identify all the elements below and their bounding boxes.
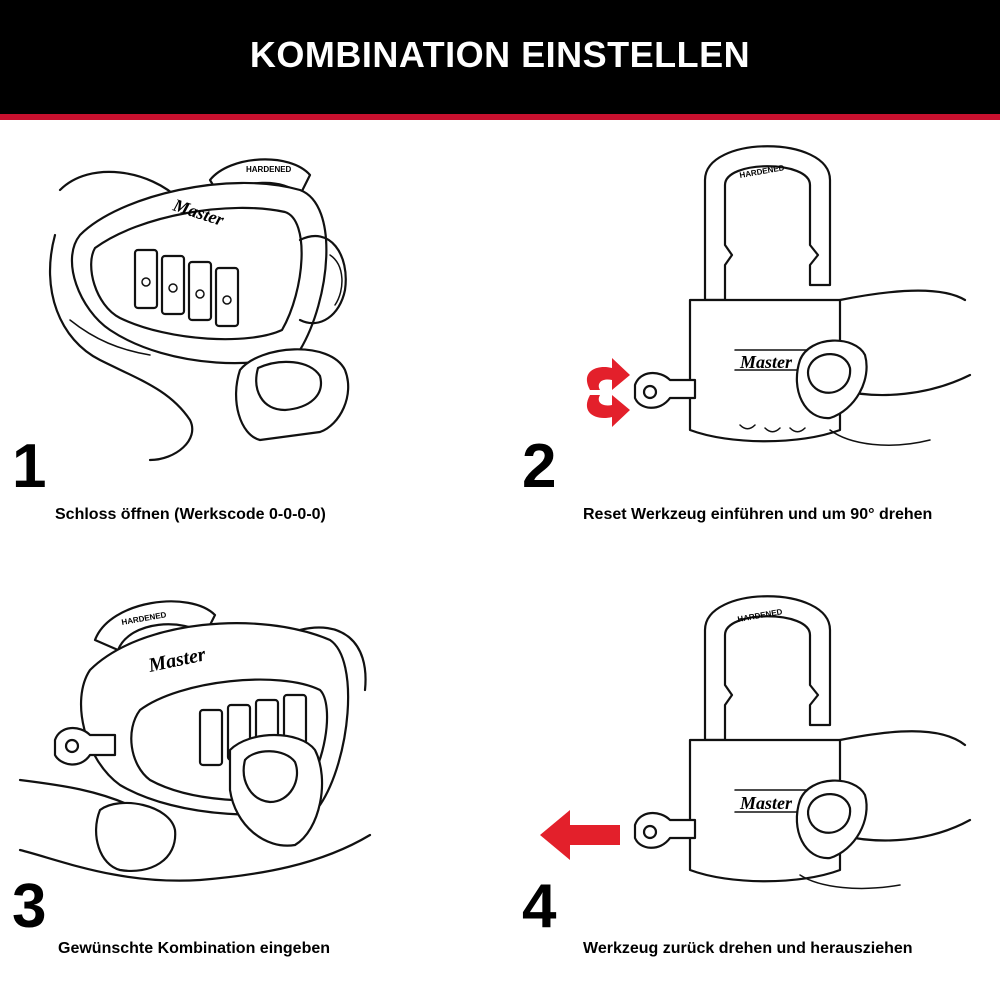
step-2-illustration: HARDENED Master [586, 145, 972, 446]
page-title: KOMBINATION EINSTELLEN [249, 34, 751, 75]
step-1-number: 1 [12, 432, 47, 501]
step-3-caption: Gewünschte Kombination eingeben [58, 940, 331, 957]
rotate-arrows-icon [586, 358, 630, 427]
step-2-panel: HARDENED Master 2 Reset Werkzeug einführ… [500, 140, 1000, 540]
step-2-number: 2 [522, 432, 557, 501]
brand-logo-text-4: Master [739, 793, 793, 813]
pull-out-arrow-icon [540, 810, 620, 860]
step-1-caption: Schloss öffnen (Werkscode 0-0-0-0) [55, 506, 326, 523]
header-red-stripe [0, 114, 1000, 120]
step-3-number: 3 [12, 872, 47, 941]
step-2-caption: Reset Werkzeug einführen und um 90° dreh… [583, 506, 933, 523]
step-1-panel: HARDENED Master 1 Schloss öffnen (Werksc… [0, 140, 500, 540]
combination-dials [133, 248, 240, 328]
step-3-panel: HARDENED Master 3 Gewünschte Kombination… [0, 580, 500, 994]
step-4-number: 4 [522, 872, 557, 941]
step-3-illustration: HARDENED Master [18, 600, 372, 882]
step-4-caption: Werkzeug zurück drehen und herausziehen [583, 940, 913, 957]
shackle-stamp-text: HARDENED [246, 165, 292, 174]
brand-logo-text-2: Master [739, 352, 793, 372]
step-4-panel: HARDENED Master 4 Werkzeug zurück drehen… [500, 580, 1000, 994]
header-bar: KOMBINATION EINSTELLEN [0, 0, 1000, 114]
step-4-illustration: HARDENED Master [540, 595, 972, 890]
step-1-illustration: HARDENED Master [48, 158, 350, 462]
